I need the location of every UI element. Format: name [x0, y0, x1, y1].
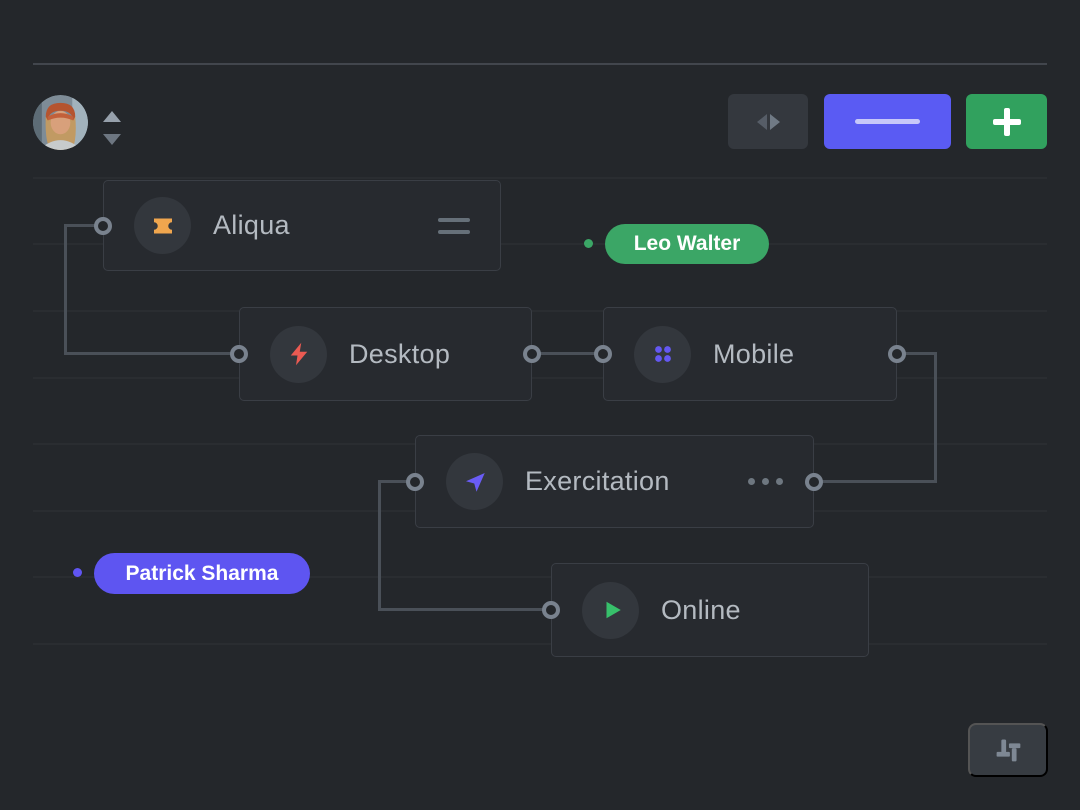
port-mobile-right[interactable] [888, 345, 906, 363]
node-icon-circle [634, 325, 691, 383]
settings-button[interactable] [968, 723, 1048, 777]
port-aliqua-left[interactable] [94, 217, 112, 235]
dot-grid-icon [654, 346, 671, 362]
play-icon [606, 601, 621, 619]
sort-toggle[interactable] [102, 111, 122, 145]
port-mobile-left[interactable] [594, 345, 612, 363]
wire [814, 480, 937, 483]
port-exercitation-left[interactable] [406, 473, 424, 491]
user-avatar-photo [33, 95, 88, 150]
port-online-left[interactable] [542, 601, 560, 619]
wire [378, 480, 417, 483]
ticket-icon [153, 218, 172, 233]
port-desktop-right[interactable] [523, 345, 541, 363]
node-mobile[interactable]: Mobile [603, 307, 897, 401]
badge-patrick-sharma[interactable]: Patrick Sharma [94, 553, 310, 594]
wire [378, 480, 381, 611]
grid-row [33, 177, 1047, 179]
wire [64, 224, 105, 227]
drag-handle-lines-icon[interactable] [438, 217, 470, 234]
horizontal-line-icon [855, 119, 920, 124]
node-label: Mobile [713, 338, 795, 369]
node-icon-circle [134, 197, 191, 254]
node-icon-circle [446, 453, 503, 510]
port-exercitation-right[interactable] [805, 473, 823, 491]
node-label: Aliqua [213, 210, 290, 240]
badge-dot-green [584, 239, 593, 248]
wire [64, 224, 67, 355]
badge-leo-walter[interactable]: Leo Walter [605, 224, 769, 264]
node-exercitation[interactable]: Exercitation [415, 435, 814, 528]
wire [378, 608, 553, 611]
wire [64, 352, 241, 355]
caret-down-icon [103, 134, 121, 145]
wire [532, 352, 603, 355]
node-label: Online [661, 594, 741, 625]
node-icon-circle [582, 581, 639, 639]
wire [897, 352, 937, 355]
badge-dot-purple [73, 568, 82, 577]
node-icon-circle [270, 325, 327, 383]
grid-row [33, 643, 1047, 645]
add-button[interactable] [966, 94, 1047, 149]
wire [934, 352, 937, 483]
plus-icon [992, 107, 1021, 136]
avatar[interactable] [33, 95, 88, 150]
lightning-icon [290, 342, 307, 366]
node-desktop[interactable]: Desktop [239, 307, 532, 401]
collapse-expand-button[interactable] [728, 94, 808, 149]
top-divider [33, 63, 1047, 65]
send-arrow-icon [465, 472, 485, 492]
caret-up-icon [103, 111, 121, 122]
node-aliqua[interactable]: Aliqua [103, 180, 501, 271]
triangle-left-icon [756, 113, 767, 130]
node-online[interactable]: Online [551, 563, 869, 657]
primary-action-button[interactable] [824, 94, 951, 149]
port-desktop-left[interactable] [230, 345, 248, 363]
node-label: Desktop [349, 338, 451, 369]
node-label: Exercitation [525, 466, 670, 496]
ellipsis-icon[interactable] [748, 478, 783, 485]
sliders-icon [996, 739, 1021, 762]
triangle-right-icon [769, 113, 780, 130]
